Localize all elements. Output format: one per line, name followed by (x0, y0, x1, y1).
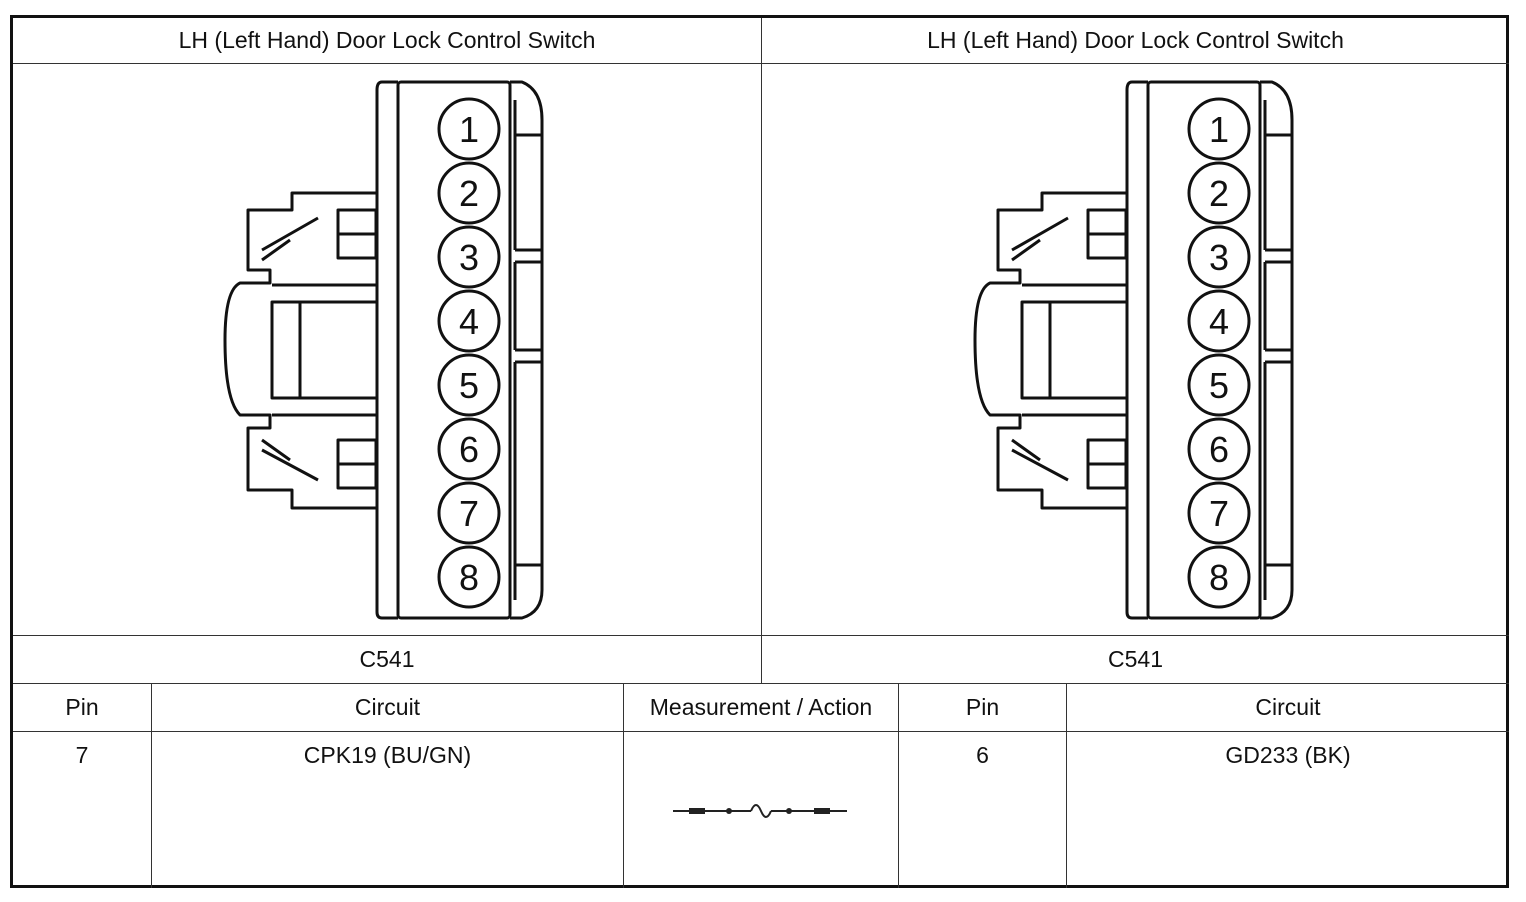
pin-circle (1187, 481, 1251, 545)
divider-col-1 (151, 683, 152, 888)
pin-number: 8 (1209, 557, 1229, 598)
pin-number: 6 (459, 429, 479, 470)
pin-circle (437, 161, 501, 225)
pin-circle (1187, 545, 1251, 609)
pin-number: 2 (1209, 173, 1229, 214)
pin-circle (437, 225, 501, 289)
pin-circle (1187, 161, 1251, 225)
divider-col-4 (1066, 683, 1067, 888)
divider-connector-id (13, 683, 1509, 684)
pin-circle (1187, 97, 1251, 161)
pin-number: 3 (1209, 237, 1229, 278)
row-measurement (624, 732, 898, 885)
right-connector-id: C541 (1108, 646, 1163, 672)
right-connector-title: LH (Left Hand) Door Lock Control Switch (927, 27, 1344, 53)
pin-number: 3 (459, 237, 479, 278)
connector-diagram-frame (10, 15, 1509, 888)
pin-circle (437, 97, 501, 161)
pin-number: 7 (459, 493, 479, 534)
right-connector-face-icon: 1 2 3 4 5 6 7 8 (973, 80, 1294, 620)
resistance-symbol-icon (673, 803, 847, 818)
pin-number: 4 (459, 301, 479, 342)
left-connector-face-icon: 1 2 3 4 5 6 7 8 (223, 80, 544, 620)
pin-number: 2 (459, 173, 479, 214)
pin-number: 7 (1209, 493, 1229, 534)
pin-circle (437, 481, 501, 545)
header-circuit-a: Circuit (354, 694, 421, 720)
row-circuit-a: CPK19 (BU/GN) (303, 742, 472, 768)
row-pin-b: 6 (976, 742, 989, 768)
row-pin-a: 7 (75, 742, 89, 768)
pin-number: 8 (459, 557, 479, 598)
pin-circle (1187, 225, 1251, 289)
header-measurement: Measurement / Action (649, 694, 873, 720)
pin-number: 6 (1209, 429, 1229, 470)
header-circuit-b: Circuit (1255, 694, 1321, 720)
header-pin-a: Pin (65, 694, 99, 720)
pin-number: 4 (1209, 301, 1229, 342)
pin-circle (437, 545, 501, 609)
divider-table-header (13, 731, 1509, 732)
pin-number: 1 (459, 109, 479, 150)
pin-circle (437, 289, 501, 353)
left-connector-title: LH (Left Hand) Door Lock Control Switch (178, 27, 596, 53)
pin-number: 1 (1209, 109, 1229, 150)
pin-circle (1187, 353, 1251, 417)
pin-circle (1187, 289, 1251, 353)
header-pin-b: Pin (965, 694, 1000, 720)
row-circuit-b: GD233 (BK) (1225, 742, 1351, 768)
divider-col-2 (623, 683, 624, 888)
pin-circle (1187, 417, 1251, 481)
pin-circle (437, 417, 501, 481)
divider-center (761, 18, 762, 683)
pin-number: 5 (1209, 365, 1229, 406)
left-connector-id: C541 (359, 646, 415, 672)
pin-number: 5 (459, 365, 479, 406)
pin-circle (437, 353, 501, 417)
divider-col-3 (898, 683, 899, 888)
